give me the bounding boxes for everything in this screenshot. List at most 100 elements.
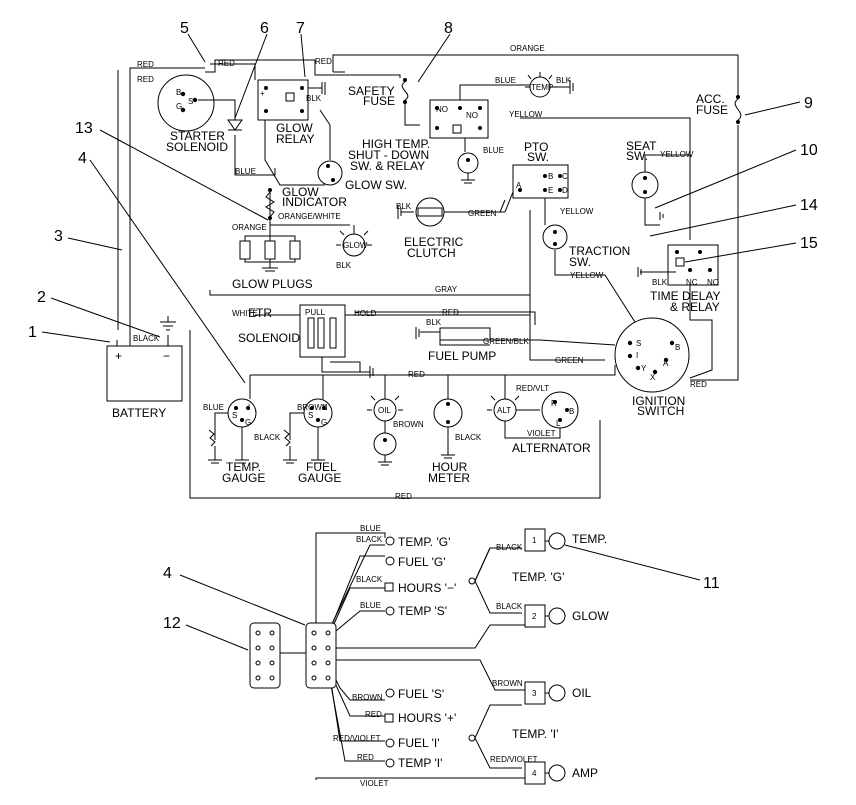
svg-text:I: I [636,351,638,360]
gauge-pins [524,528,566,785]
label-glowplugs: GLOW PLUGS [232,277,313,291]
wire-label: BLUE [360,524,381,533]
group-label: TEMP. 'G' [512,570,564,584]
svg-text:−: − [163,349,170,363]
wire-label: RED [137,60,154,69]
traction-switch [542,224,568,250]
battery: + − [106,316,183,402]
fuel-gauge: S I G [283,375,333,464]
wire-label: BLACK [496,602,523,611]
terminal-label: TEMP 'I' [398,756,442,770]
callout-4-lower: 4 [163,565,172,582]
wire-label: BLACK [356,575,383,584]
wire-label: GREEN [468,209,497,218]
label-glowsw: GLOW SW. [345,178,407,192]
svg-text:A: A [663,359,669,368]
wire-label: PULL [305,308,326,317]
terminal-label: TEMP 'S' [398,604,447,618]
lower-callout-leaders [179,544,701,651]
label-etr-2: SOLENOID [238,331,300,345]
wire-label: ORANGE [510,44,545,53]
wire-label: GREEN [555,356,584,365]
connector-12 [249,622,281,689]
label-relay: RELAY [276,132,314,146]
glow-indicator-resistor [265,188,275,220]
label-tractionsw: SW. [569,255,591,269]
label-elec: ELECTRIC [404,235,464,249]
svg-text:A: A [516,181,522,190]
gauge-label: GLOW [572,609,609,623]
callout-8: 8 [444,20,453,37]
safety-fuse [401,78,420,126]
callout-4: 4 [78,150,87,167]
callout-numbers: 5 6 7 8 9 10 14 15 13 4 3 2 1 4 12 11 [28,20,818,632]
label-glowind-1: GLOW [282,185,319,199]
wire-label: WHITE [232,309,258,318]
wire-label: RED [315,57,332,66]
label-acc: ACC. [696,92,725,106]
terminal-label: FUEL 'S' [398,687,444,701]
pin-number: 1 [532,536,537,545]
wire-label: BLUE [483,146,504,155]
group-label: TEMP. 'I' [512,727,558,741]
svg-text:E: E [548,186,553,195]
label-timedelay-1: TIME DELAY [650,289,720,303]
fuel-pump [415,327,491,341]
svg-text:L: L [556,419,561,428]
label-solenoid: SOLENOID [166,140,228,154]
svg-text:S: S [188,97,193,106]
glow-lamp [336,225,372,257]
svg-text:+: + [115,349,122,363]
wire-label: YELLOW [570,271,604,280]
pin-number: 2 [532,612,537,621]
wire-label: RED/VLT [516,384,549,393]
wire-label: GREEN/BLK [483,337,529,346]
label-oil-lamp: OIL [378,406,391,415]
label-fuelgauge-2: GAUGE [298,471,341,485]
label-seatsw: SW. [626,149,648,163]
temp-gauge: S I G [208,375,257,464]
wire-label: BLK [426,318,442,327]
callout-6: 6 [260,20,269,37]
wire-label: RED [442,308,459,317]
label-fuse: FUSE [363,94,395,108]
wire-label: BLK [306,94,322,103]
label-etr-1: ETR [248,306,272,320]
gauge-label: AMP [572,766,598,780]
svg-text:S: S [636,339,641,348]
label-hourmeter-2: METER [428,471,470,485]
callout-9: 9 [804,95,813,112]
label-glowind-2: INDICATOR [282,195,347,209]
label-accfuse: FUSE [696,103,728,117]
callout-10: 10 [800,142,818,159]
label-starter: STARTER [170,129,225,143]
wire-label: RED [137,75,154,84]
component-labels: STARTER SOLENOID GLOW RELAY SAFETY FUSE … [112,83,728,485]
label-pto: PTO [524,140,548,154]
pin-number: 3 [532,689,537,698]
callout-12: 12 [163,615,181,632]
wire-label: RED [357,753,374,762]
wire-label: BROWN [352,693,383,702]
wire-label: BLACK [455,433,482,442]
svg-text:D: D [562,186,568,195]
wire-label: NO [466,111,478,120]
gauge-label: OIL [572,686,592,700]
label-hightemp-3: SW. & RELAY [350,159,425,173]
temp-lamp [525,72,574,98]
wire-label: BLACK [254,433,281,442]
ignition-switch: S I Y B A X [614,317,690,393]
wire-label: RED [218,59,235,68]
wire-label: VIOLET [527,429,556,438]
oil-lamp [367,375,403,466]
wire-label: BLK [652,278,668,287]
label-ignition-2: SWITCH [637,404,684,418]
glow-relay: + [257,79,326,121]
svg-text:S: S [308,411,313,420]
callout-7: 7 [296,20,305,37]
svg-text:C: C [562,172,568,181]
wire-label: BLACK [496,543,523,552]
svg-text:X: X [650,373,656,382]
label-safety: SAFETY [348,84,395,98]
label-alternator: ALTERNATOR [512,441,591,455]
